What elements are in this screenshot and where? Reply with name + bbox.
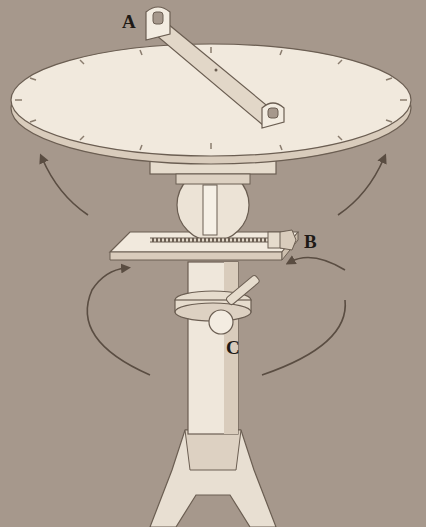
part-letter: B	[304, 232, 317, 251]
part-letter: C	[226, 338, 240, 357]
part-letter: A	[122, 12, 136, 31]
